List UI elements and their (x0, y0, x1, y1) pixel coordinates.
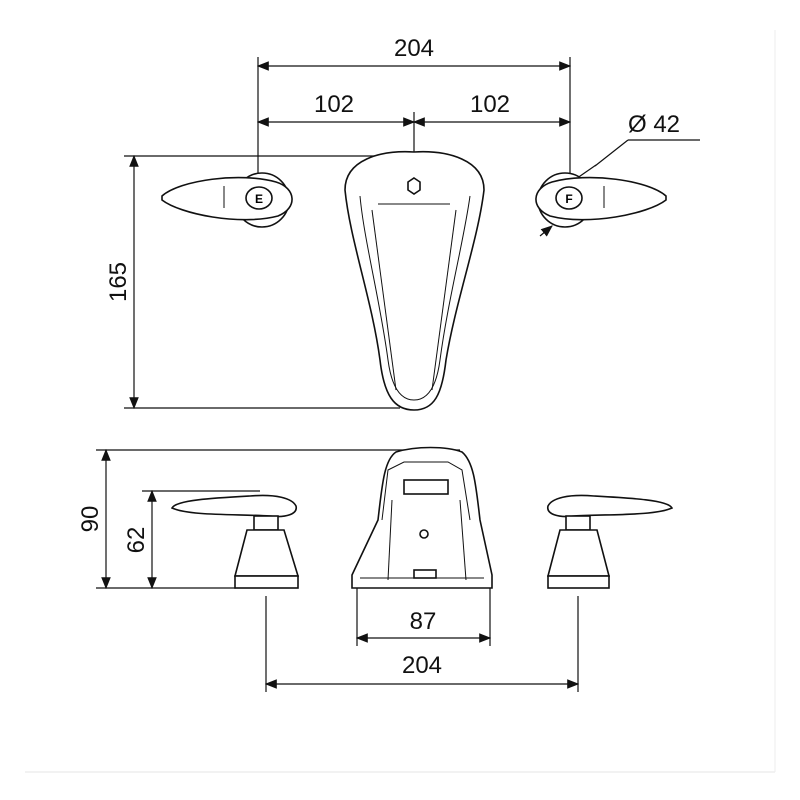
diameter-leader (594, 139, 629, 167)
dim-handle-height: 62 (123, 527, 150, 554)
right-handle-front (546, 494, 674, 589)
lever-outline (170, 494, 297, 518)
handle-body (546, 529, 611, 577)
dim-total-height: 90 (77, 506, 104, 533)
top-view: 204 102 102 165 Ø 42 E F (105, 35, 700, 411)
handle-body (233, 529, 300, 577)
handle-cap (245, 186, 273, 210)
dim-depth: 165 (105, 262, 132, 302)
cold-mark: E (255, 192, 263, 206)
spout-inner-line (381, 461, 471, 521)
handle-base (234, 575, 299, 589)
left-handle-top: E (161, 172, 293, 228)
spout-top (344, 150, 485, 411)
handle-cap (555, 186, 583, 210)
spout-front-outline (351, 446, 493, 589)
spout-inner-line (359, 195, 471, 401)
left-handle-front (170, 494, 300, 589)
spout-inner-line (431, 209, 457, 391)
right-handle-top: F (535, 172, 667, 228)
front-view: 90 62 87 (77, 446, 674, 692)
spout-front (351, 446, 493, 589)
spout-slot (413, 569, 437, 579)
spout-nut-icon (407, 177, 421, 195)
spout-inner-line (387, 499, 393, 581)
dim-overall-width-top: 204 (394, 35, 434, 62)
handle-base (547, 575, 610, 589)
spout-inner-line (371, 209, 397, 391)
spout-screw-icon (419, 529, 429, 539)
spout-inner-line (459, 499, 467, 581)
handle-stem (565, 515, 591, 531)
diameter-arrow (539, 225, 553, 237)
dim-overall-width-bottom: 204 (402, 652, 442, 679)
spout-aerator (403, 479, 449, 495)
dim-spout-base-width: 87 (410, 608, 437, 635)
hot-mark: F (565, 192, 572, 206)
lever-outline (547, 494, 674, 518)
dim-diameter: Ø 42 (628, 111, 680, 138)
dim-half-right: 102 (470, 91, 510, 118)
dim-half-left: 102 (314, 91, 354, 118)
spout-outline (344, 150, 485, 411)
handle-stem (253, 515, 279, 531)
